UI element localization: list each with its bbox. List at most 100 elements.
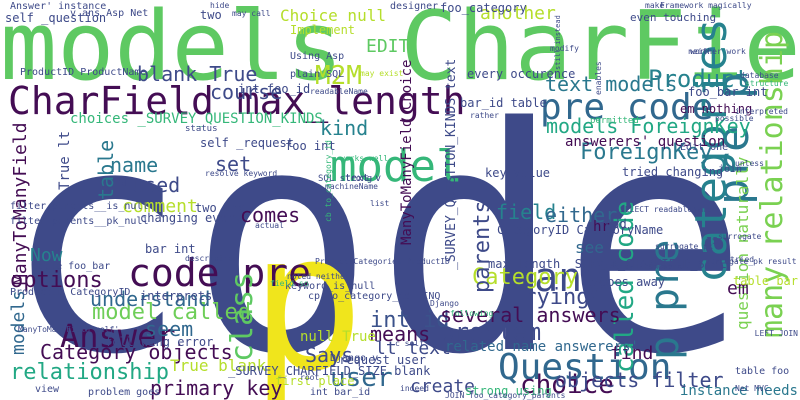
cloud-word: table foo_bar (32, 261, 111, 272)
cloud-word: JOIN foo_category_parents (445, 391, 566, 400)
cloud-word: permitted (590, 116, 639, 126)
cloud-word: description (185, 254, 238, 263)
cloud-word: filter parents__pk_null (10, 216, 149, 227)
cloud-word: Edit one (680, 142, 729, 153)
cloud-word: Implement (290, 23, 356, 37)
cloud-word: even touching (630, 11, 717, 24)
cloud-word: several answers (440, 303, 621, 327)
cloud-word: Net MVC (735, 384, 769, 393)
cloud-word: null True (300, 329, 376, 345)
cloud-word: models ForeignKey (546, 114, 751, 138)
cloud-word: name (110, 153, 159, 177)
cloud-word: hide (210, 1, 230, 10)
cloud-word: resolve keyword (205, 169, 278, 178)
cloud-word: work (690, 47, 710, 56)
cloud-word: view (35, 384, 60, 395)
cloud-word: Choice null (280, 6, 386, 25)
cloud-word: model (330, 141, 463, 192)
cloud-word: comes (240, 203, 301, 227)
cloud-word: Django (430, 299, 459, 308)
cloud-word: may exist (360, 69, 404, 78)
cloud-word: models CharField (0, 0, 800, 102)
cloud-word: ProductID ProductName (20, 67, 147, 78)
cloud-word: table (94, 139, 118, 200)
cloud-word: Category (472, 265, 578, 290)
cloud-word: ProductsCategories ProductID (315, 257, 450, 266)
cloud-word: SQL strong (318, 174, 373, 184)
cloud-word: EDIT (366, 36, 410, 57)
cloud-word: _request user (332, 353, 426, 367)
cloud-word: goes away (600, 275, 666, 289)
cloud-word: database (740, 71, 779, 80)
cloud-word: code pre (128, 251, 312, 295)
cloud-word: strong using (465, 384, 552, 398)
cloud-word: Question (498, 347, 672, 388)
cloud-word: rather (470, 111, 499, 120)
cloud-word: changing every (140, 211, 242, 225)
cloud-word: filter parents__is_null (10, 201, 149, 212)
cloud-word: designer (390, 1, 439, 12)
cloud-word: key value (485, 166, 551, 180)
cloud-word: lt text (375, 338, 451, 359)
cloud-word: int id (370, 308, 450, 333)
cloud-word: list (370, 199, 390, 208)
cloud-word: True lt (57, 130, 73, 190)
cloud-word: actual (255, 221, 284, 230)
cloud-word: Entity Framework (605, 262, 683, 271)
cloud-word: em (727, 278, 749, 299)
cloud-word: CategoryID CategoryName (497, 223, 664, 237)
cloud-word: CharField max_length (8, 79, 466, 123)
cloud-word: bar_id table (460, 96, 547, 110)
cloud-word: _SURVEY_QUESTION_KINDS text (444, 58, 459, 270)
cloud-word: text v (345, 173, 382, 184)
cloud-word: seem (145, 317, 194, 341)
cloud-word: LEFT JOIN (754, 329, 798, 338)
cloud-word: objects filter (555, 368, 724, 392)
cloud-word: course (210, 80, 283, 104)
cloud-word: primary key (150, 376, 283, 400)
cloud-word: choices _SURVEY_QUESTION_KINDS (70, 111, 323, 127)
cloud-word: unless (735, 159, 764, 168)
cloud-word: still instead (554, 15, 562, 70)
cloud-word: user (330, 363, 393, 393)
cloud-word: M2M (315, 61, 362, 91)
cloud-word: root (300, 373, 320, 382)
cloud-word: comment (122, 196, 198, 217)
cloud-word: structure (745, 79, 789, 88)
cloud-word: every occurence (467, 67, 576, 81)
cloud-word: readableName (310, 87, 368, 96)
cloud-word: parents (470, 200, 495, 293)
cloud-word: another (480, 3, 556, 24)
cloud-word: _SURVEY_CHARFIELD_SIZE blank (228, 364, 431, 378)
cloud-word: surrogate_pk result (705, 257, 797, 266)
cloud-word: surrogate (718, 232, 762, 241)
cloud-word: Says (305, 343, 354, 367)
cloud-word: means (370, 322, 431, 346)
cloud-word: model called (92, 300, 251, 325)
cloud-word: trying (510, 285, 590, 310)
cloud-word: machineName (325, 182, 378, 191)
cloud-word: make (645, 1, 665, 10)
cloud-word: True blank (170, 356, 267, 375)
cloud-word: problem (440, 318, 542, 346)
cloud-word: code (2, 62, 749, 400)
cloud-word: ManyToManyField Choice (399, 59, 415, 245)
cloud-word: int foo_id (238, 82, 311, 96)
cloud-word: answerers' question (565, 134, 726, 150)
cloud-word: indeed (400, 384, 429, 393)
cloud-word: enables (594, 61, 603, 95)
cloud-word: find (610, 343, 654, 364)
cloud-word: kind (320, 116, 369, 140)
cloud-word: Using Asp (290, 51, 345, 62)
cloud-word: Now (30, 245, 63, 266)
cloud-word: self _question (5, 11, 107, 25)
cloud-word: Add (605, 217, 627, 231)
cloud-word: ManyToManyField self' (18, 325, 120, 334)
cloud-word: interpreted (735, 107, 788, 116)
cloud-word: models (8, 289, 29, 355)
cloud-word: tried changing (622, 165, 724, 179)
cloud-word: Framework magically (660, 1, 752, 10)
cloud-word: create (410, 376, 476, 397)
cloud-word: choice (520, 370, 614, 400)
